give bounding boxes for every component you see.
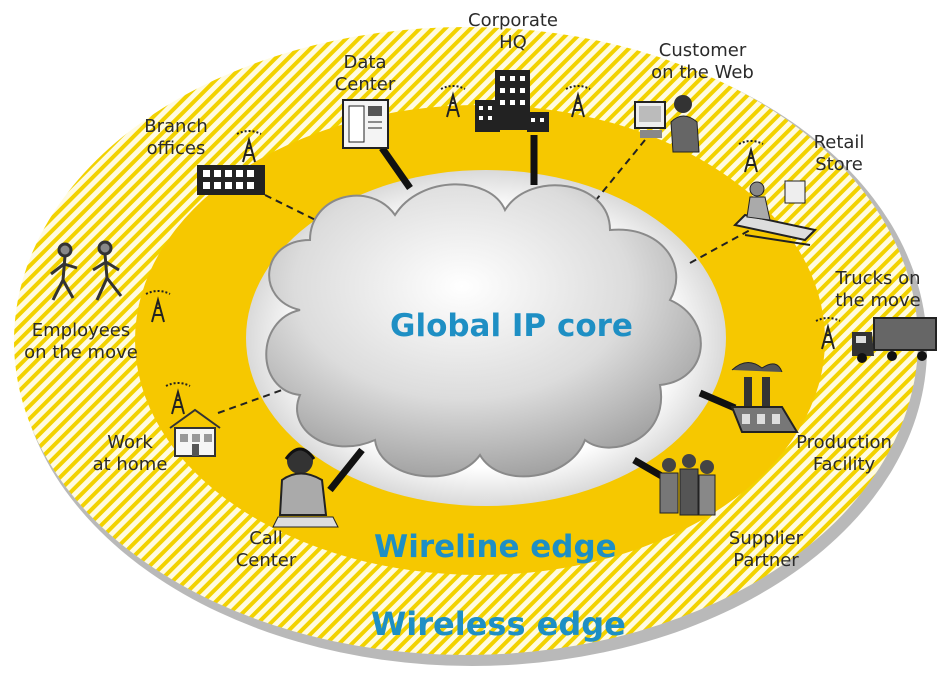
office-building-icon (197, 165, 265, 195)
wireless-links (217, 139, 751, 414)
label-call-center: Call Center (235, 528, 297, 571)
label-corporate-hq: Corporate HQ (468, 10, 558, 53)
factory-icon (730, 362, 799, 433)
label-retail-store: Retail Store (813, 132, 865, 175)
antenna-icon (236, 130, 262, 163)
antenna-icon (738, 140, 764, 173)
antenna-icon (145, 290, 171, 323)
label-data-center: Data Center (334, 52, 396, 95)
wireless-edge-label: Wireless edge (371, 605, 626, 643)
label-production: Production Facility (796, 432, 892, 475)
label-employees: Employees on the move (24, 320, 138, 363)
wireline-links (327, 135, 737, 493)
core-label: Global IP core (390, 308, 633, 344)
cloud-icon (265, 183, 702, 478)
wireline-edge-label: Wireline edge (374, 529, 617, 565)
antenna-icon (440, 85, 466, 118)
house-icon (169, 408, 221, 457)
antenna-icon (565, 85, 591, 118)
store-counter-icon (732, 180, 818, 246)
label-branch-offices: Branch offices (144, 116, 208, 159)
label-supplier: Supplier Partner (728, 528, 804, 571)
truck-icon (852, 317, 937, 363)
antenna-icon (815, 317, 841, 350)
label-trucks: Trucks on the move (835, 268, 921, 311)
computer-user-icon (634, 95, 700, 153)
group-people-icon (659, 454, 716, 516)
building-icon (475, 70, 549, 132)
antenna-icon (165, 382, 191, 415)
server-icon (342, 99, 389, 149)
walking-people-icon (50, 240, 123, 301)
label-customer-web: Customer on the Web (651, 40, 754, 83)
label-work-home: Work at home (92, 432, 168, 475)
call-agent-icon (272, 447, 339, 528)
